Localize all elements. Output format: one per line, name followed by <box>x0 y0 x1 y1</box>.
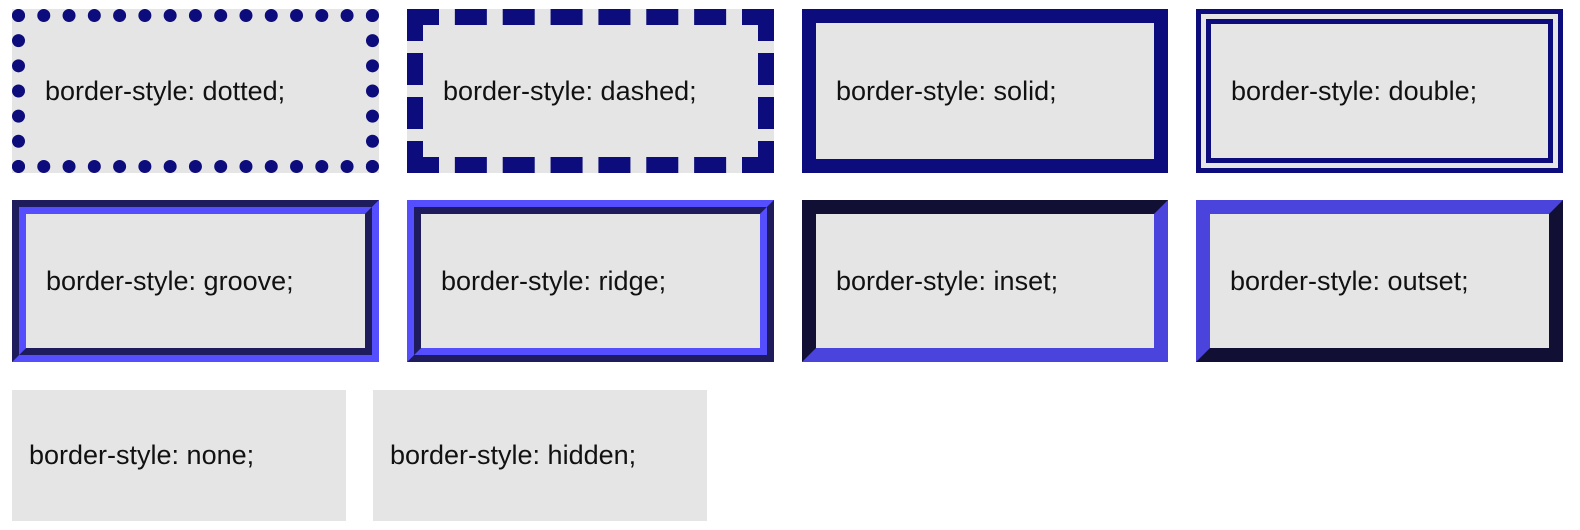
dotted-border-label: border-style: dotted; <box>45 75 286 106</box>
double-border-label: border-style: double; <box>1231 75 1478 106</box>
double-border-box: border-style: double; <box>1196 9 1563 173</box>
solid-border-box: border-style: solid; <box>802 9 1168 173</box>
groove-border-box: border-style: groove; <box>12 200 379 362</box>
dashed-border-label: border-style: dashed; <box>443 75 697 106</box>
inset-border-label: border-style: inset; <box>836 265 1059 296</box>
solid-border-label: border-style: solid; <box>836 75 1057 106</box>
groove-border-label: border-style: groove; <box>46 265 294 296</box>
dashed-border-box: border-style: dashed; <box>407 9 774 173</box>
outset-border-label: border-style: outset; <box>1230 265 1469 296</box>
outset-border-box: border-style: outset; <box>1196 200 1563 362</box>
ridge-border-box: border-style: ridge; <box>407 200 774 362</box>
none-border-label: border-style: none; <box>29 440 255 470</box>
none-border-box: border-style: none; <box>12 390 346 521</box>
ridge-border-label: border-style: ridge; <box>441 265 667 296</box>
hidden-border-label: border-style: hidden; <box>390 440 637 470</box>
inset-border-box: border-style: inset; <box>802 200 1168 362</box>
dotted-border-box: border-style: dotted; <box>12 9 379 173</box>
hidden-border-box: border-style: hidden; <box>373 390 707 521</box>
